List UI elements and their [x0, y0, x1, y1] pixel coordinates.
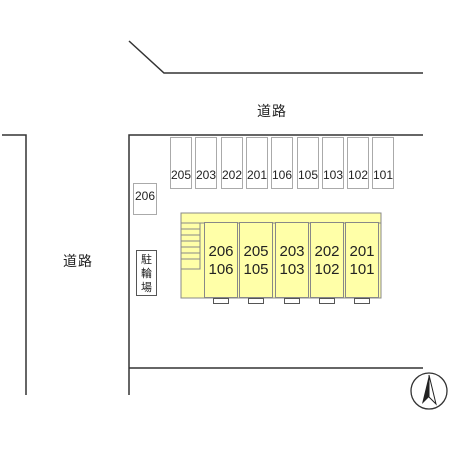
- unit-upper: 202: [314, 243, 340, 260]
- bicycle-parking-char: 輪: [141, 268, 152, 280]
- building-unit: 202 102: [310, 222, 344, 298]
- building-unit: 201 101: [345, 222, 379, 298]
- bicycle-parking: 駐 輪 場: [136, 250, 157, 296]
- left-road-edge: [2, 134, 27, 395]
- unit-upper: 206: [208, 243, 234, 260]
- unit-lower: 106: [208, 261, 234, 278]
- parking-slot: 201: [246, 137, 268, 189]
- north-arrow-icon: [410, 372, 448, 410]
- left-road-label: 道路: [63, 253, 93, 269]
- parking-slot: 205: [170, 137, 192, 189]
- building-unit: 206 106: [204, 222, 238, 298]
- parking-slot: 105: [297, 137, 319, 189]
- stairs: [180, 222, 201, 270]
- unit-lower: 105: [243, 261, 269, 278]
- building-unit: 203 103: [275, 222, 309, 298]
- bicycle-parking-char: 駐: [141, 254, 152, 266]
- side-parking-slot: 206: [133, 183, 157, 215]
- porch: [248, 298, 264, 304]
- porch: [213, 298, 229, 304]
- parking-slot: 102: [347, 137, 369, 189]
- building-unit: 205 105: [239, 222, 273, 298]
- parking-slot: 106: [271, 137, 293, 189]
- parking-slot: 101: [372, 137, 394, 189]
- parking-slot: 202: [221, 137, 243, 189]
- unit-lower: 102: [314, 261, 340, 278]
- porch: [319, 298, 335, 304]
- bicycle-parking-char: 場: [141, 282, 152, 294]
- unit-upper: 203: [279, 243, 305, 260]
- unit-lower: 103: [279, 261, 305, 278]
- parking-slot: 203: [195, 137, 217, 189]
- porch: [354, 298, 370, 304]
- top-road-edge: [128, 40, 423, 74]
- unit-lower: 101: [349, 261, 375, 278]
- top-road-label: 道路: [257, 103, 287, 119]
- porch: [284, 298, 300, 304]
- unit-upper: 205: [243, 243, 269, 260]
- parking-slot: 103: [322, 137, 344, 189]
- unit-upper: 201: [349, 243, 375, 260]
- side-parking-label: 206: [134, 189, 156, 203]
- property-boundary: [128, 134, 423, 395]
